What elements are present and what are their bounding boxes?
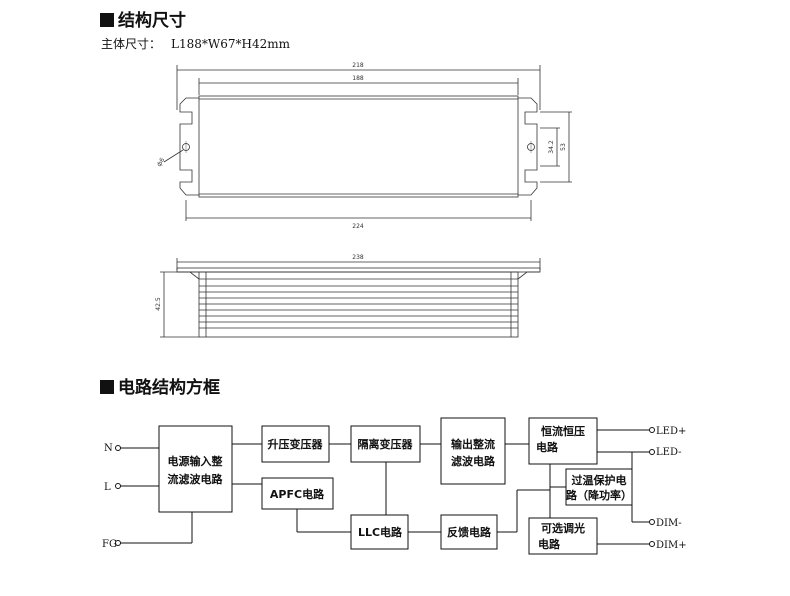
terminal-l — [115, 483, 121, 489]
block-boost-label: 升压变压器 — [268, 437, 324, 451]
block-input-filter-line1: 电源输入整 — [168, 454, 223, 468]
terminal-n — [115, 445, 121, 451]
square-bullet-icon — [100, 380, 114, 394]
input-fg-label: FG — [102, 539, 117, 550]
terminal-led-neg — [649, 449, 655, 455]
block-cc-cv — [528, 417, 598, 465]
block-protection-line2: 路（降功率） — [566, 488, 632, 502]
dim-inner-h-text: 34.2 — [548, 140, 555, 154]
block-apfc — [261, 477, 334, 510]
block-feedback — [440, 514, 498, 550]
side-view — [160, 258, 541, 338]
input-n-label: N — [104, 443, 113, 454]
output-led-pos-label: LED+ — [656, 426, 686, 437]
block-llc — [350, 514, 409, 550]
block-output-rectifier — [440, 417, 506, 485]
block-cc-cv-line2: 电路 — [536, 440, 559, 454]
block-cc-cv-line1: 恒流恒压 — [541, 424, 585, 438]
dim-hole-text: ф6 — [156, 157, 167, 168]
dimensions-label: 主体尺寸： — [101, 37, 162, 51]
dim-overall-text: 218 — [352, 62, 364, 69]
input-l-label: L — [104, 482, 111, 493]
block-protection — [565, 468, 633, 506]
block-diagram-wires — [118, 429, 650, 545]
dim-length-text: 238 — [352, 254, 364, 261]
dim-mount-text: 224 — [352, 223, 364, 230]
terminal-fg — [115, 540, 121, 546]
dimensions-value: L188*W67*H42mm — [171, 37, 290, 51]
terminal-dim-pos — [649, 541, 655, 547]
terminals — [115, 427, 655, 547]
terminal-dim-neg — [649, 519, 655, 525]
block-dimming-line1: 可选调光 — [541, 521, 585, 535]
dim-body-text: 188 — [352, 75, 364, 82]
dim-height-text: 42.5 — [155, 297, 162, 311]
section-title-structure: 结构尺寸 — [100, 6, 186, 31]
block-dimming-line2: 电路 — [538, 537, 561, 551]
output-led-neg-label: LED- — [656, 447, 682, 458]
dim-outer-h-text: 53 — [560, 143, 567, 151]
block-input-filter-line2: 流滤波电路 — [168, 472, 224, 486]
output-dim-pos-label: DIM+ — [656, 540, 687, 551]
block-boost-transformer — [261, 425, 330, 463]
dimensions-line: 主体尺寸： L188*W67*H42mm — [101, 35, 290, 52]
square-bullet-icon — [100, 13, 114, 27]
output-dim-neg-label: DIM- — [656, 518, 682, 529]
block-isolation-transformer — [350, 425, 421, 463]
section-title-circuit-text: 电路结构方框 — [118, 378, 220, 398]
block-dimming — [528, 517, 598, 555]
block-protection-line1: 过温保护电 — [572, 473, 627, 487]
block-output-line2: 滤波电路 — [451, 454, 496, 468]
top-view — [163, 65, 572, 221]
block-feedback-label: 反馈电路 — [447, 525, 492, 539]
section-title-structure-text: 结构尺寸 — [118, 11, 186, 31]
block-apfc-label: APFC电路 — [270, 487, 325, 501]
block-llc-label: LLC电路 — [358, 525, 403, 539]
block-isolation-label: 隔离变压器 — [358, 437, 414, 451]
terminal-led-pos — [649, 427, 655, 433]
block-output-line1: 输出整流 — [451, 437, 495, 451]
section-title-circuit: 电路结构方框 — [100, 373, 220, 398]
block-input-filter — [158, 425, 233, 513]
